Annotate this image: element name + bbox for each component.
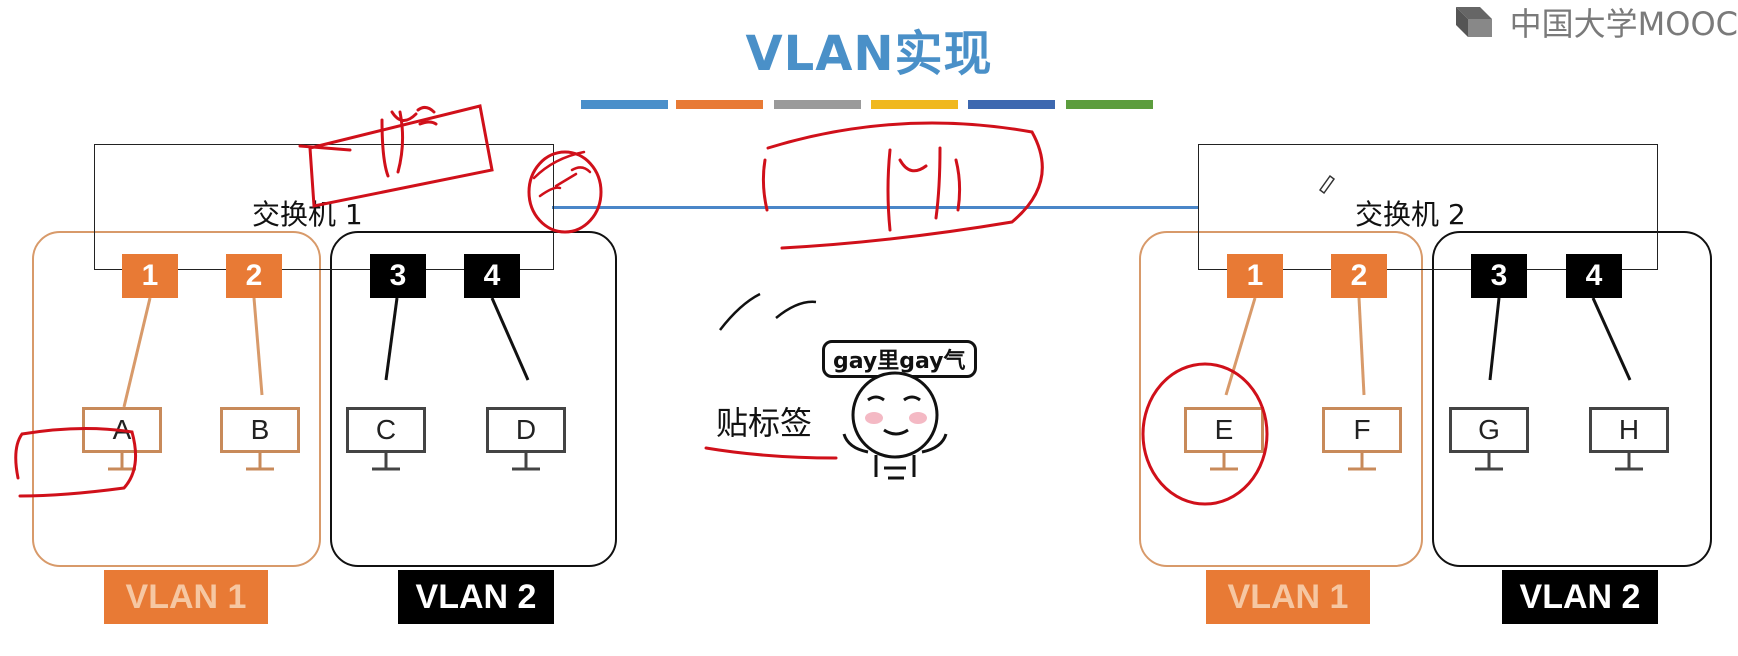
switch2-label: 交换机 2	[1355, 198, 1466, 231]
host-d: D	[486, 407, 566, 453]
mooc-logo-icon	[1452, 3, 1504, 41]
host-h: H	[1589, 407, 1669, 453]
switch1-label: 交换机 1	[252, 198, 363, 231]
left-vlan1-tag: VLAN 1	[104, 570, 268, 624]
color-bar-4	[871, 100, 958, 109]
right-vlan1-group	[1139, 231, 1423, 567]
meme-face-icon	[719, 292, 948, 480]
host-f: F	[1322, 407, 1402, 453]
mooc-logo: 中国大学MOOC	[1452, 2, 1738, 43]
ink-box-tag2	[766, 121, 1044, 250]
switch2	[1198, 144, 1658, 270]
color-bar-1	[581, 100, 668, 109]
color-bar-2	[676, 100, 763, 109]
switch1-port-2: 2	[226, 254, 282, 298]
right-vlan2-group	[1432, 231, 1712, 567]
switch2-port-3: 3	[1471, 254, 1527, 298]
host-a: A	[82, 407, 162, 453]
page-title: VLAN实现	[745, 26, 993, 82]
switch1-port-4: 4	[464, 254, 520, 298]
right-vlan1-tag: VLAN 1	[1206, 570, 1370, 624]
left-vlan2-tag: VLAN 2	[398, 570, 554, 624]
logo-text: 中国大学MOOC	[1509, 5, 1738, 43]
switch2-port-1: 1	[1227, 254, 1283, 298]
host-g: G	[1449, 407, 1529, 453]
label-caption: 贴标签	[716, 404, 813, 442]
left-vlan1-group	[32, 231, 321, 567]
left-vlan2-group	[330, 231, 617, 567]
switch2-port-4: 4	[1566, 254, 1622, 298]
color-bar-5	[968, 100, 1055, 109]
trunk-link	[552, 206, 1198, 209]
host-e: E	[1184, 407, 1264, 453]
color-bar-6	[1066, 100, 1153, 109]
switch1-port-3: 3	[370, 254, 426, 298]
host-c: C	[346, 407, 426, 453]
switch2-port-2: 2	[1331, 254, 1387, 298]
color-bar-3	[774, 100, 861, 109]
ink-underline	[704, 446, 838, 460]
right-vlan2-tag: VLAN 2	[1502, 570, 1658, 624]
host-b: B	[220, 407, 300, 453]
switch1-port-1: 1	[122, 254, 178, 298]
meme-text: gay里gay气	[822, 340, 977, 378]
